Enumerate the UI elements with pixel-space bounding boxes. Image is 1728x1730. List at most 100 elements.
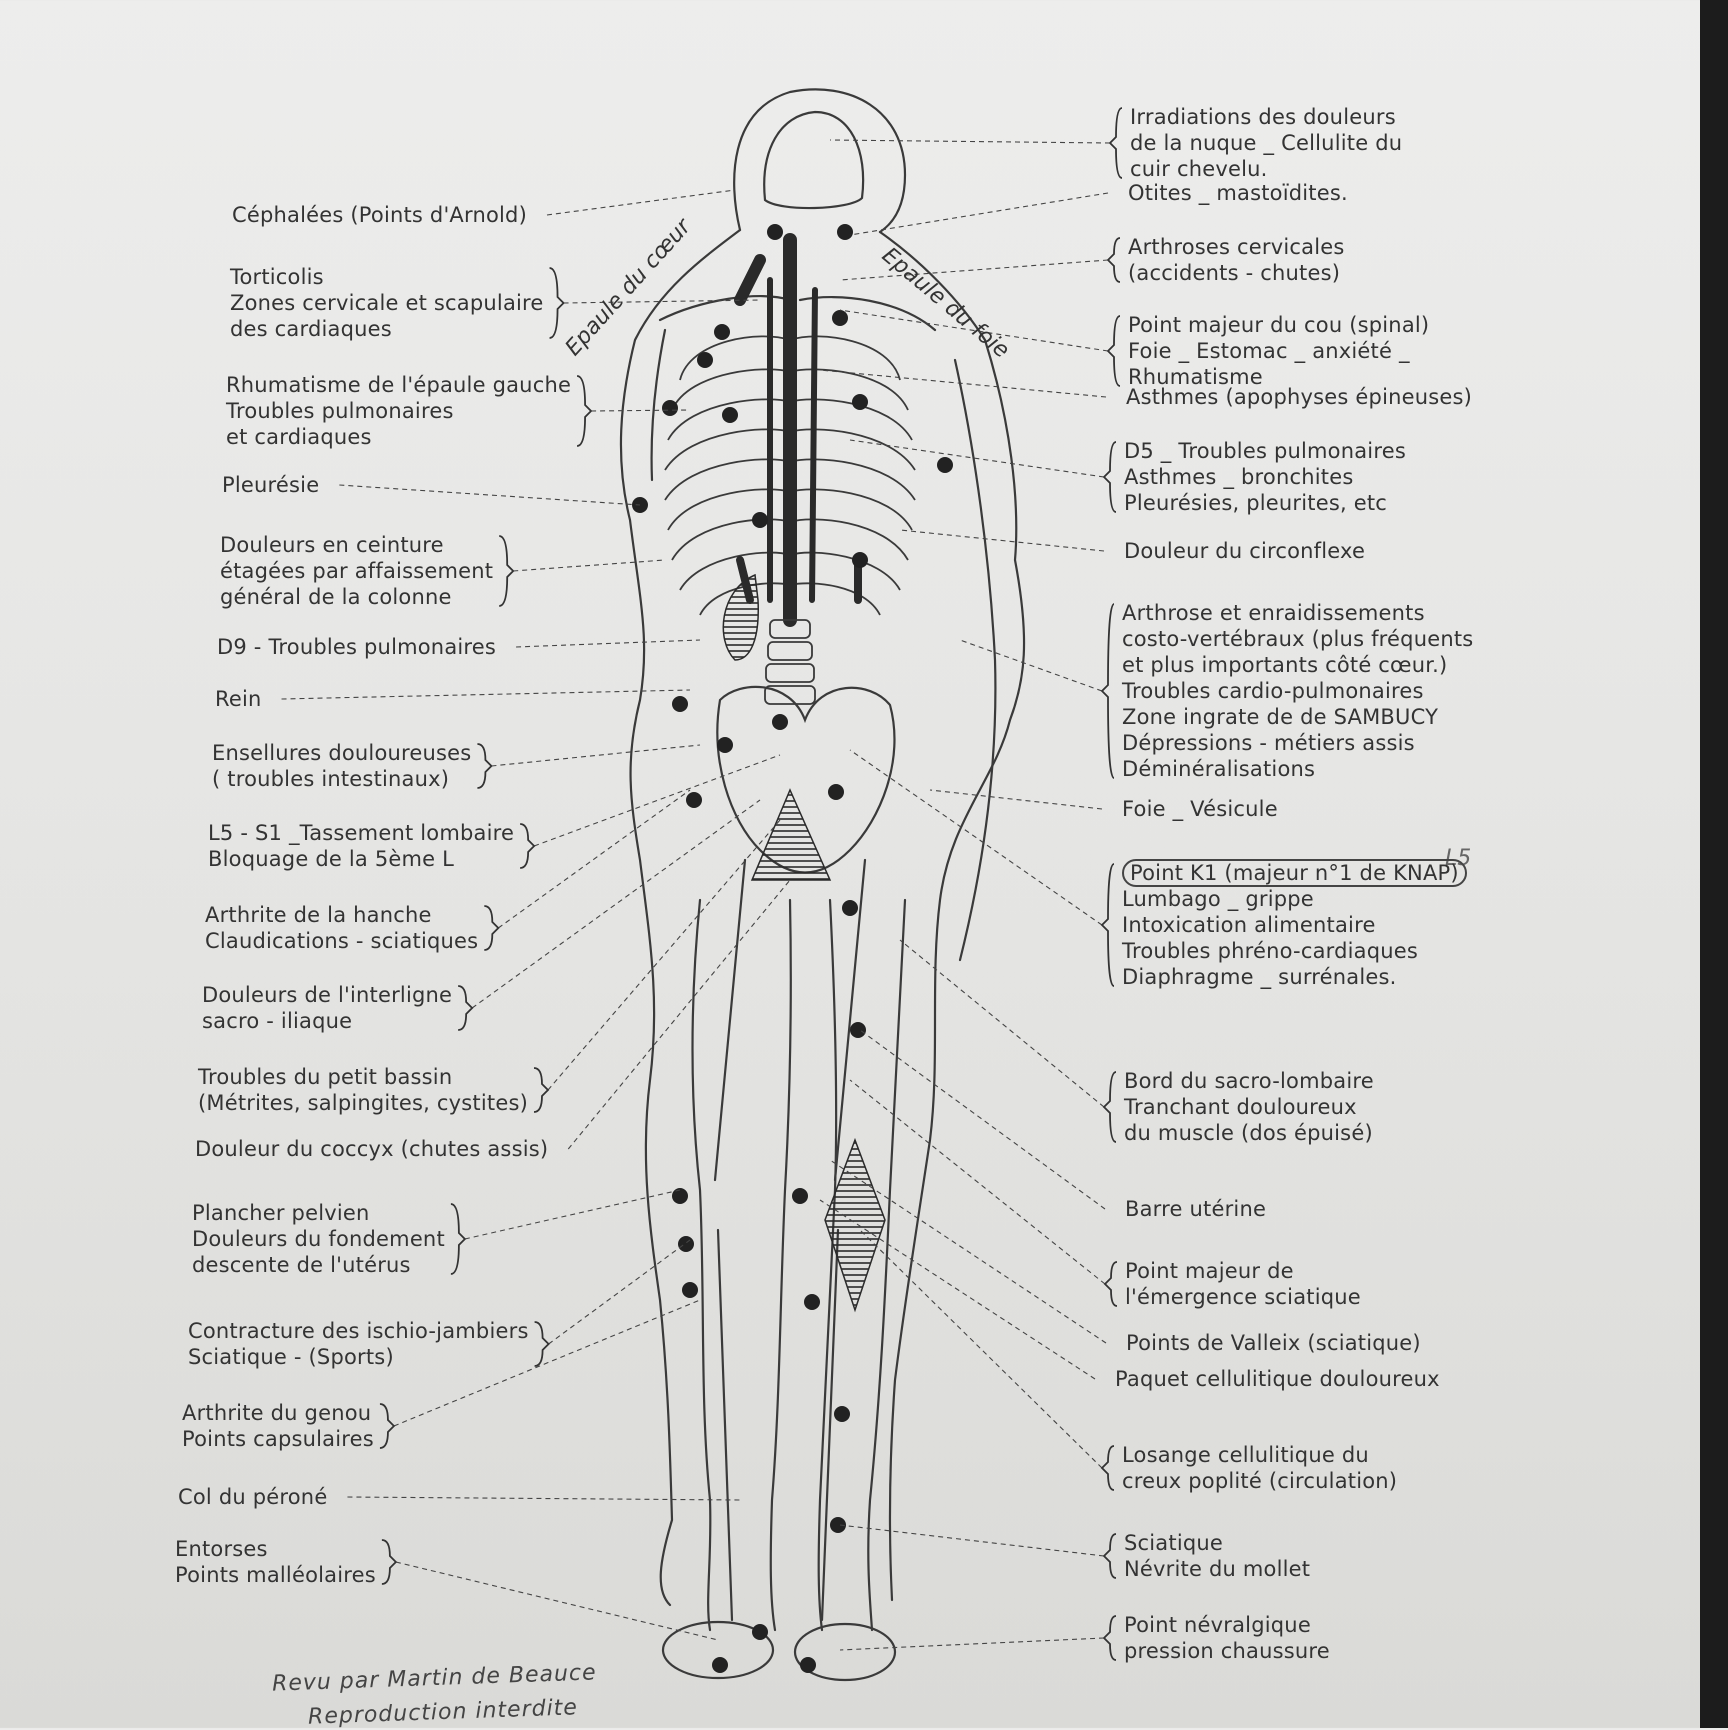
left-leg-outer xyxy=(691,898,712,1632)
label-line: Arthrite du genou xyxy=(182,1401,372,1425)
label-line: Céphalées (Points d'Arnold) xyxy=(232,203,527,227)
label-line: Zones cervicale et scapulaire xyxy=(230,291,544,315)
bracket xyxy=(484,905,500,951)
trigger-point xyxy=(842,900,858,916)
leader-line xyxy=(281,689,691,700)
leader-line xyxy=(849,1079,1106,1285)
label-line: Sciatique xyxy=(1124,1531,1224,1555)
leader-line xyxy=(899,529,1105,552)
label-line: Asthmes (apophyses épineuses) xyxy=(1126,385,1473,409)
bracket xyxy=(533,1067,550,1113)
leader-line xyxy=(829,1159,1107,1344)
label-line: de la nuque _ Cellulite du xyxy=(1130,131,1403,155)
label-line: sacro - iliaque xyxy=(202,1009,353,1033)
label-line: (Métrites, salpingites, cystites) xyxy=(198,1091,528,1115)
label-line: Rein xyxy=(215,687,262,711)
trigger-point xyxy=(832,310,848,326)
label-line: et plus importants côté cœur.) xyxy=(1122,653,1448,677)
label-line: Point névralgique xyxy=(1124,1613,1311,1637)
label-line: Arthroses cervicales xyxy=(1128,235,1345,259)
leader-line xyxy=(471,799,761,1009)
right-label-circonflexe: Douleur du circonflexe xyxy=(1124,538,1365,564)
label-line: D5 _ Troubles pulmonaires xyxy=(1124,439,1406,463)
leader-line xyxy=(563,299,761,304)
trigger-points xyxy=(632,224,953,1673)
right-label-asthmes: Asthmes (apophyses épineuses) xyxy=(1126,384,1472,410)
trigger-point xyxy=(714,324,730,340)
label-line: (accidents - chutes) xyxy=(1128,261,1341,285)
leader-line xyxy=(839,309,1109,352)
bracket xyxy=(1106,237,1121,283)
label-line: Ensellures douloureuses xyxy=(212,741,472,765)
bracket xyxy=(1100,863,1115,987)
point-k1-circled: Point K1 (majeur n°1 de KNAP) xyxy=(1122,859,1467,887)
leader-line xyxy=(546,189,736,216)
bracket xyxy=(499,535,515,607)
leader-line xyxy=(548,1239,691,1345)
leader-line xyxy=(819,1199,1096,1380)
leader-line xyxy=(347,1496,741,1501)
leader-line xyxy=(513,559,666,572)
label-line: Névrite du mollet xyxy=(1124,1557,1311,1581)
spine xyxy=(734,233,862,627)
label-line: Claudications - sciatiques xyxy=(205,929,479,953)
label-line: Pleurésie xyxy=(222,473,320,497)
left-label-d9: D9 - Troubles pulmonaires xyxy=(217,634,496,660)
skull xyxy=(763,110,865,210)
left-femur xyxy=(713,858,747,1182)
zone-sacrum-triangle xyxy=(750,788,832,881)
right-leg-outer xyxy=(867,898,907,1632)
label-line: et cardiaques xyxy=(226,425,372,449)
bracket xyxy=(1100,603,1115,779)
trigger-point xyxy=(804,1294,820,1310)
trigger-point xyxy=(672,696,688,712)
leader-line xyxy=(395,1561,719,1641)
label-line: Entorses xyxy=(175,1537,268,1561)
trigger-point xyxy=(682,1282,698,1298)
label-line: cuir chevelu. xyxy=(1130,157,1268,181)
bracket xyxy=(1102,1533,1117,1579)
label-line: général de la colonne xyxy=(220,585,452,609)
trigger-point xyxy=(697,352,713,368)
right-label-valleix: Points de Valleix (sciatique) xyxy=(1126,1330,1421,1356)
label-line: ( troubles intestinaux) xyxy=(212,767,450,791)
label-line: costo-vertébraux (plus fréquents xyxy=(1122,627,1474,651)
label-line: Point majeur de xyxy=(1125,1259,1294,1283)
label-line: des cardiaques xyxy=(230,317,392,341)
label-line: Contracture des ischio-jambiers xyxy=(188,1319,529,1343)
leader-line xyxy=(464,1189,681,1240)
trigger-point xyxy=(662,400,678,416)
bracket xyxy=(549,267,565,339)
label-line: descente de l'utérus xyxy=(192,1253,411,1277)
leader-line xyxy=(839,1524,1105,1557)
label-line: Pleurésies, pleurites, etc xyxy=(1124,491,1388,515)
label-line: Intoxication alimentaire xyxy=(1122,913,1376,937)
trigger-point xyxy=(722,407,738,423)
label-brackets xyxy=(379,107,1123,1661)
leader-line xyxy=(591,409,691,412)
bracket xyxy=(1100,1445,1115,1491)
label-line: l'émergence sciatique xyxy=(1125,1285,1361,1309)
left-label-rein: Rein xyxy=(215,686,262,712)
trigger-point xyxy=(852,394,868,410)
bracket xyxy=(520,823,536,869)
label-line: Paquet cellulitique douloureux xyxy=(1115,1367,1440,1391)
trigger-point xyxy=(837,224,853,240)
label-line: Rhumatisme xyxy=(1128,365,1263,389)
label-line: Foie _ Estomac _ anxiété _ xyxy=(1128,339,1410,363)
trigger-point xyxy=(852,552,868,568)
left-label-petit-bassin: Troubles du petit bassin(Métrites, salpi… xyxy=(198,1064,528,1116)
label-line: creux poplité (circulation) xyxy=(1122,1469,1398,1493)
trigger-point xyxy=(672,1188,688,1204)
label-line: Points malléolaires xyxy=(175,1563,376,1587)
trigger-point xyxy=(712,1657,728,1673)
right-arm xyxy=(953,358,997,962)
bracket xyxy=(1102,441,1117,513)
